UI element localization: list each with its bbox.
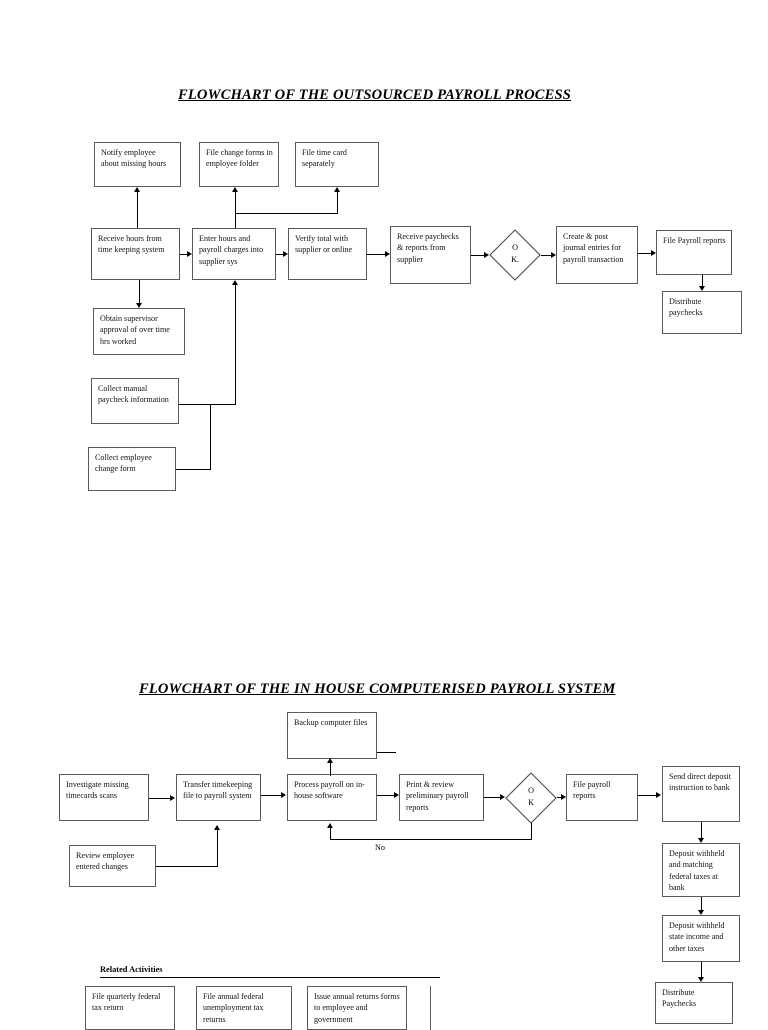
connector-print-to-ok	[484, 797, 500, 798]
node-distribute-paychecks-2: Distribute Paychecks	[655, 982, 733, 1024]
connector-state-to-distribute	[701, 962, 702, 977]
connector-send-to-deposit-fed	[701, 822, 702, 838]
node-deposit-federal-taxes: Deposit withheld and matching federal ta…	[662, 843, 740, 897]
node-receive-hours: Receive hours from time keeping system	[91, 228, 180, 280]
connector-review-out	[156, 866, 218, 867]
connector-collect-change-out	[176, 469, 211, 470]
arrowhead-file-change	[232, 187, 238, 192]
node-collect-employee-change-form: Collect employee change form	[88, 447, 176, 491]
arrowhead-enter-hours-from-collect	[232, 280, 238, 285]
edge-label-no: No	[375, 843, 385, 852]
node-file-quarterly-tax-return: File quarterly federal tax return	[85, 986, 175, 1030]
arrowhead-transfer-from-review	[214, 825, 220, 830]
connector-collect-to-enter-riser	[235, 285, 236, 405]
connector-receive-to-enter	[180, 254, 187, 255]
arrowhead-ok-1	[484, 252, 489, 258]
connector-verify-to-receive-paychecks	[367, 254, 385, 255]
node-file-annual-unemployment: File annual federal unemployment tax ret…	[196, 986, 292, 1030]
node-investigate-missing-timecards: Investigate missing timecards scans	[59, 774, 149, 821]
decision-ok-2-line1: O	[528, 786, 534, 795]
arrowhead-verify	[283, 251, 288, 257]
connector-transfer-to-process	[261, 795, 281, 796]
connector-review-riser	[217, 830, 218, 867]
node-transfer-timekeeping-file: Transfer timekeeping file to payroll sys…	[176, 774, 261, 821]
arrowhead-transfer	[170, 795, 175, 801]
decision-ok-2-line2: K	[528, 798, 534, 807]
connector-fed-to-state	[701, 897, 702, 910]
node-verify-total: Verify total with supplier or online	[288, 228, 367, 280]
connector-ok-to-create-post	[541, 255, 551, 256]
node-collect-manual-paycheck: Collect manual paycheck information	[91, 378, 179, 424]
connector-no-riser	[330, 828, 331, 840]
connector-paychecks-to-ok	[471, 255, 484, 256]
decision-ok-2: O K	[505, 772, 557, 824]
arrowhead-deposit-fed	[698, 838, 704, 843]
connector-process-to-print	[377, 795, 394, 796]
arrowhead-create-post	[551, 252, 556, 258]
connector-no-drop	[531, 823, 532, 840]
connector-ok-to-file-payroll-2	[557, 797, 561, 798]
node-file-payroll-reports-2: File payroll reports	[566, 774, 638, 821]
arrowhead-notify	[134, 187, 140, 192]
related-activities-rule	[100, 977, 440, 978]
connector-process-to-backup	[330, 763, 331, 776]
arrowhead-backup	[327, 758, 333, 763]
arrowhead-distribute-1	[699, 286, 705, 291]
arrowhead-file-payroll-2	[561, 794, 566, 800]
node-backup-computer-files: Backup computer files	[287, 712, 377, 759]
chart1-title: FLOWCHART OF THE OUTSOURCED PAYROLL PROC…	[178, 87, 572, 103]
decision-ok-1-line2: K.	[511, 255, 519, 264]
node-print-review-reports: Print & review preliminary payroll repor…	[399, 774, 484, 821]
diamond-shape	[489, 229, 541, 281]
decision-ok-1: O K.	[489, 229, 541, 281]
arrowhead-send-direct	[656, 792, 661, 798]
arrowhead-ok-2	[500, 794, 505, 800]
arrowhead-process-payroll-no	[327, 823, 333, 828]
arrowhead-obtain-sup	[136, 303, 142, 308]
arrowhead-receive-paychecks	[385, 251, 390, 257]
arrowhead-file-payroll-1	[651, 250, 656, 256]
related-activities-heading: Related Activities	[100, 965, 163, 974]
node-distribute-paychecks-1: Distribute paychecks	[662, 291, 742, 334]
node-issue-annual-returns: Issue annual returns forms to employee a…	[307, 986, 407, 1030]
connector-create-to-file-payroll	[638, 253, 651, 254]
connector-enter-to-file-change	[235, 192, 236, 228]
arrowhead-deposit-state	[698, 910, 704, 915]
node-file-payroll-reports-1: File Payroll reports	[656, 230, 732, 275]
node-notify-employee: Notify employee about missing hours	[94, 142, 181, 187]
connector-file-payroll-to-distribute	[702, 275, 703, 286]
arrowhead-distribute-2	[698, 977, 704, 982]
connector-no-return	[330, 839, 532, 840]
connector-backup-stub	[377, 752, 396, 753]
chart2-title: FLOWCHART OF THE IN HOUSE COMPUTERISED P…	[139, 681, 616, 697]
node-deposit-state-taxes: Deposit withheld state income and other …	[662, 915, 740, 962]
connector-branch-to-file-timecard	[235, 213, 338, 214]
node-obtain-supervisor-approval: Obtain supervisor approval of over time …	[93, 308, 185, 355]
connector-file-payroll-to-send-direct	[638, 795, 656, 796]
node-create-post-journal: Create & post journal entries for payrol…	[556, 226, 638, 284]
related-box-edge-right	[430, 986, 431, 1030]
arrowhead-process-payroll	[281, 792, 286, 798]
connector-receive-to-obtain	[139, 280, 140, 303]
connector-riser-file-timecard	[337, 192, 338, 214]
node-enter-hours: Enter hours and payroll charges into sup…	[192, 228, 276, 280]
connector-collect-change-riser	[210, 404, 211, 470]
connector-receive-to-notify	[137, 192, 138, 228]
connector-investigate-to-transfer	[149, 798, 170, 799]
node-file-change-forms: File change forms in employee folder	[199, 142, 279, 187]
arrowhead-print-review	[394, 792, 399, 798]
node-send-direct-deposit: Send direct deposit instruction to bank	[662, 766, 740, 822]
node-process-payroll-inhouse: Process payroll on in-house software	[287, 774, 377, 821]
node-receive-paychecks: Receive paychecks & reports from supplie…	[390, 226, 471, 284]
arrowhead-enter-hours	[187, 251, 192, 257]
connector-enter-to-verify	[276, 254, 283, 255]
node-file-time-card: File time card separately	[295, 142, 379, 187]
decision-ok-1-line1: O	[512, 243, 518, 252]
arrowhead-file-timecard	[334, 187, 340, 192]
node-review-employee-changes: Review employee entered changes	[69, 845, 156, 887]
connector-collect-manual-out	[179, 404, 235, 405]
